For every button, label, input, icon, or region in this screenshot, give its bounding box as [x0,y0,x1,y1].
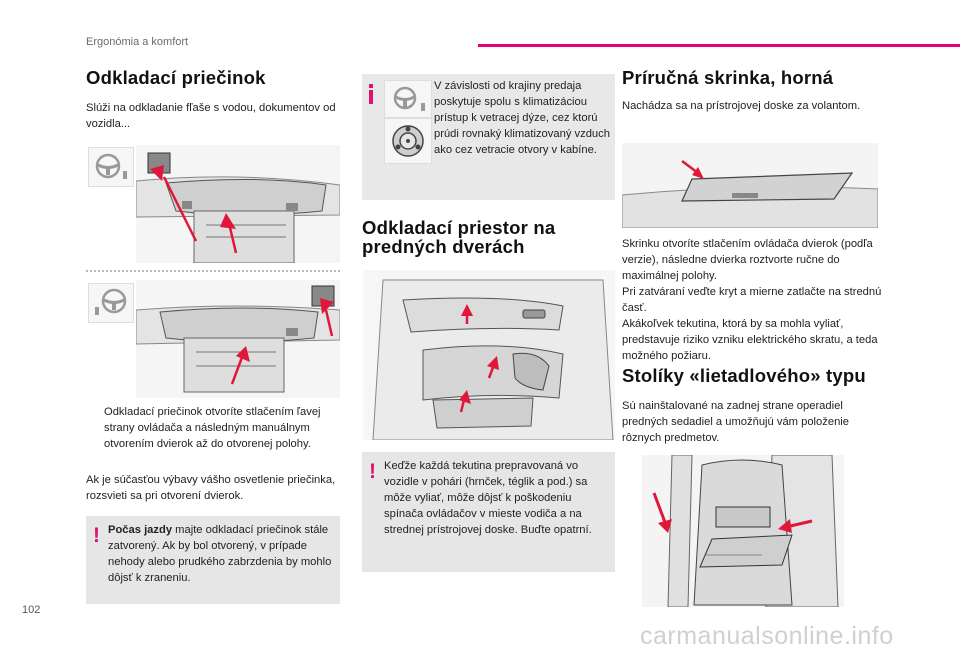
watermark: carmanualsonline.info [640,622,894,650]
warning-bold: Počas jazdy [108,524,173,536]
divider [86,270,340,272]
upper-glovebox-title: Príručná skrinka, horná [622,67,834,88]
upper-glovebox-risk-text: Akákoľvek tekutina, ktorá by sa mohla vy… [622,318,878,362]
page-number: 102 [22,604,41,616]
upper-glovebox-illustration [621,143,879,229]
vent-info-text: V závislosti od krajiny predaja poskytuj… [434,80,610,156]
glovebox-warning-box: ! Počas jazdy majte odkladací priečinok … [86,516,340,604]
warning-icon: ! [369,460,376,483]
upper-glovebox-close-text: Pri zatváraní veďte kryt a mierne zatlač… [622,286,882,314]
glovebox-open-instruction: Odkladací priečinok otvoríte stlačením ľ… [86,404,342,452]
door-storage-warning-text: Keďže každá tekutina prepravovaná vo voz… [384,460,592,536]
upper-glovebox-intro: Nachádza sa na prístrojovej doske za vol… [622,100,861,112]
section-title: Ergonómia a komfort [86,36,189,48]
steering-wheel-lhd-icon [88,147,134,187]
tray-tables-intro: Sú nainštalované na zadnej strane operad… [622,400,850,444]
tray-table-illustration [642,454,844,608]
steering-wheel-rhd-icon [88,283,134,323]
glovebox-lhd-illustration [135,145,341,264]
door-storage-warning-box: ! Keďže každá tekutina prepravovaná vo v… [362,452,615,572]
steering-wheel-lhd-icon [384,80,432,118]
glovebox-warning-text: Počas jazdy majte odkladací priečinok st… [108,524,332,584]
upper-glovebox-open-text: Skrinku otvoríte stlačením ovládača dvie… [622,238,873,282]
glovebox-rhd-illustration [135,280,341,398]
glovebox-title: Odkladací priečinok [86,67,266,88]
section-accent-bar [478,44,960,47]
tray-tables-title: Stolíky «lietadlového» typu [622,365,866,386]
vent-info-box: V závislosti od krajiny predaja poskytuj… [362,74,615,200]
air-vent-icon [384,118,432,164]
glovebox-open-text: Odkladací priečinok otvoríte stlačením ľ… [104,406,321,450]
door-storage-title: Odkladací priestor na predných dverách [362,217,556,258]
info-icon [369,84,373,104]
door-storage-illustration [363,270,615,441]
upper-glovebox-body: Skrinku otvoríte stlačením ovládača dvie… [622,236,884,364]
glovebox-intro: Slúži na odkladanie fľaše s vodou, dokum… [86,102,336,130]
warning-icon: ! [93,524,100,547]
glovebox-lighting-text: Ak je súčasťou výbavy vášho osvetlenie p… [86,474,336,502]
